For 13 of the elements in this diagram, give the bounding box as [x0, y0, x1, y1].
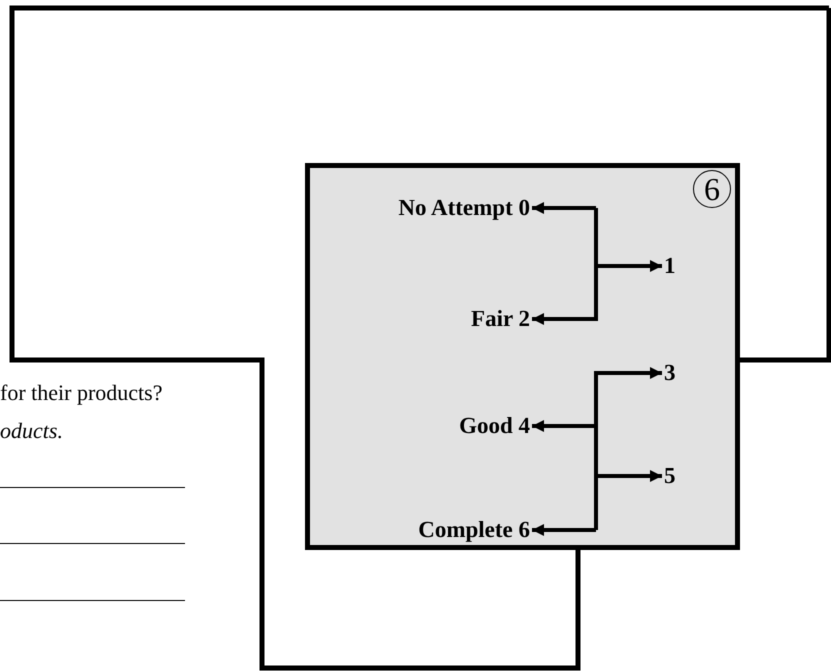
arrow	[532, 524, 598, 536]
score-label: 3	[664, 360, 676, 386]
score-label: 1	[664, 253, 676, 279]
arrow	[532, 202, 598, 214]
score-label: Fair 2	[330, 306, 530, 332]
score-label: Good 4	[330, 413, 530, 439]
score-panel	[305, 163, 740, 550]
score-label: Complete 6	[330, 517, 530, 543]
question-text: for their products?	[0, 380, 162, 406]
score-label: No Attempt 0	[330, 195, 530, 221]
score-label: 5	[664, 463, 676, 489]
instruction-text: oducts.	[0, 418, 63, 444]
circled-number: 6	[693, 170, 731, 208]
